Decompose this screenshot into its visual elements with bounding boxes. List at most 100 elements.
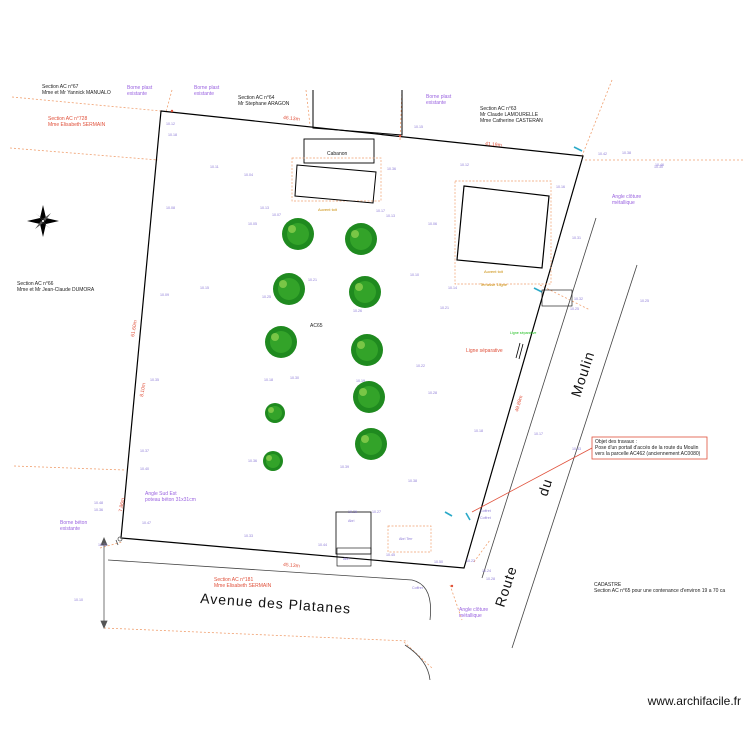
avenue-road-edges (107, 539, 431, 681)
work-note-title: Objet des travaux : (595, 439, 637, 445)
auvent-label-2: Auvent toit (484, 269, 504, 274)
small-structures: Abri Abri Abri Terr (335, 511, 432, 567)
route-road-edges (481, 217, 638, 649)
work-note-line1: Pose d'un portail d'accès de la route du… (595, 445, 699, 451)
borne-beton-a: Borne béton (60, 520, 87, 526)
road-word-moulin: Moulin (568, 349, 598, 399)
spot-height-label: 10.30 (654, 165, 663, 169)
section-ac181: Section AC n°181 (214, 577, 253, 583)
spot-height-label: 10.42 (598, 152, 607, 156)
spot-height-label: 10.40 (140, 467, 149, 471)
parcel-boundary (120, 110, 584, 569)
abri-label: Abri (348, 519, 355, 523)
owner-ac64: Mr Stephane ARAGON (238, 101, 290, 107)
owner-ac66: Mme et Mr Jean-Claude DUMORA (17, 287, 95, 293)
spot-height-label: 10.30 (290, 376, 299, 380)
spot-height-label: 10.36 (94, 508, 103, 512)
dim-small: 8.10m (139, 383, 147, 398)
spot-height-label: 10.50 (434, 560, 443, 564)
parcel-id-label: AC65 (310, 323, 323, 329)
angle-cloture-1a: Angle clôture (612, 194, 641, 200)
spot-height-label: 10.27 (372, 510, 381, 514)
dim-bottom: 45.13m (283, 562, 300, 569)
spot-height-label: 10.13 (386, 214, 395, 218)
spot-height-label: 10.13 (260, 206, 269, 210)
spot-height-label: 10.35 (150, 378, 159, 382)
spot-height-label: 10.26 (348, 510, 357, 514)
tree-icon (263, 451, 283, 471)
spot-height-label: 10.26 (353, 309, 362, 313)
tree-icon (353, 381, 385, 413)
spot-height-label: 10.44 (318, 543, 327, 547)
owner-ac67: Mme et Mr Yannick MANUALO (42, 90, 111, 96)
spot-height-label: 10.46 (655, 163, 664, 167)
spot-height-label: 10.05 (248, 222, 257, 226)
borne-plast-2b: existante (194, 91, 214, 97)
angle-sud-est-b: poteau béton 31x31cm (145, 497, 196, 503)
terrasse-label: Terrasse 1ligne (480, 282, 508, 287)
spot-height-label: 10.16 (556, 185, 565, 189)
spot-height-label: 10.07 (272, 213, 281, 217)
borne-plast-1a: Borne plast (127, 85, 153, 91)
ligne-separative-green: Ligne séparative (510, 331, 536, 335)
spot-height-label: 10.28 (428, 391, 437, 395)
gate-markers: Ligne séparative Ligne séparative (444, 146, 583, 521)
work-note: Objet des travaux : Pose d'un portail d'… (471, 436, 708, 513)
neighbor-building (312, 90, 403, 136)
spot-height-label: 10.38 (622, 151, 631, 155)
borne-beton-b: existante (60, 526, 80, 532)
survey-arrow (100, 536, 123, 630)
avenue-name: Avenue des Platanes (200, 590, 352, 616)
spot-height-label: 10.45 (386, 553, 395, 557)
spot-height-label: 10.32 (574, 297, 583, 301)
dim-left: 61.60m (130, 320, 139, 337)
owner-ac181: Mme Elisabeth SERMAIN (214, 583, 272, 589)
angle-cloture-1b: métallique (612, 200, 635, 206)
section-ac728: Section AC n°728 (48, 116, 87, 122)
spot-height-label: 10.15 (200, 286, 209, 290)
watermark: www.archifacile.fr (647, 694, 741, 708)
ligne-separative-red: Ligne séparative (466, 348, 503, 354)
section-ac64: Section AC n°64 (238, 95, 275, 101)
neighbor-boundaries (9, 79, 745, 669)
red-labels: Section AC n°728 Mme Elisabeth SERMAIN S… (48, 115, 525, 589)
spot-height-label: 10.10 (410, 273, 419, 277)
corner-markers (170, 109, 454, 588)
spot-height-label: 10.39 (340, 465, 349, 469)
spot-height-label: 10.18 (168, 133, 177, 137)
dim-right: 49.89m (514, 395, 524, 413)
house: Auvent toit Terrasse 1ligne (454, 180, 552, 287)
spot-height-label: 10.18 (474, 429, 483, 433)
spot-height-label: 10.17 (376, 209, 385, 213)
spot-height-label: 10.12 (460, 163, 469, 167)
spot-height-label: 10.15 (414, 125, 423, 129)
spot-height-label: 10.04 (244, 173, 253, 177)
spot-height-label: 10.11 (210, 165, 219, 169)
borne-plast-2a: Borne plast (194, 85, 220, 91)
angle-sud-est-a: Angle Sud Est (145, 491, 177, 497)
spot-height-label: 10.36 (387, 167, 396, 171)
spot-height-label: 10.21 (440, 306, 449, 310)
spot-height-label: 10.22 (416, 364, 425, 368)
spot-height-label: 10.25 (262, 295, 271, 299)
spot-height-label: 10.19 (356, 379, 365, 383)
cadastre-line: Section AC n°65 pour une contenance d'en… (594, 588, 725, 594)
spot-height-label: 10.09 (160, 293, 169, 297)
spot-height-label: 10.31 (572, 236, 581, 240)
spot-height-label: 10.06 (428, 222, 437, 226)
trees (263, 218, 387, 471)
spot-height-label: 10.36 (248, 459, 257, 463)
owner-ac63-2: Mme Catherine CASTERAN (480, 118, 543, 124)
abri-terr-label: Abri Terr (399, 537, 413, 541)
tree-icon (349, 276, 381, 308)
cabanon-label: Cabanon (327, 151, 348, 157)
tree-icon (265, 326, 297, 358)
road-word-du: du (535, 476, 556, 498)
spot-heights: 10.1210.1810.1510.1110.0410.3610.1210.13… (74, 122, 664, 602)
abri-label-2: Abri (343, 557, 350, 561)
tree-icon (273, 273, 305, 305)
coffret-label: Coffret (412, 586, 423, 590)
section-ac67: Section AC n°67 (42, 84, 79, 90)
spot-height-label: 10.33 (244, 534, 253, 538)
